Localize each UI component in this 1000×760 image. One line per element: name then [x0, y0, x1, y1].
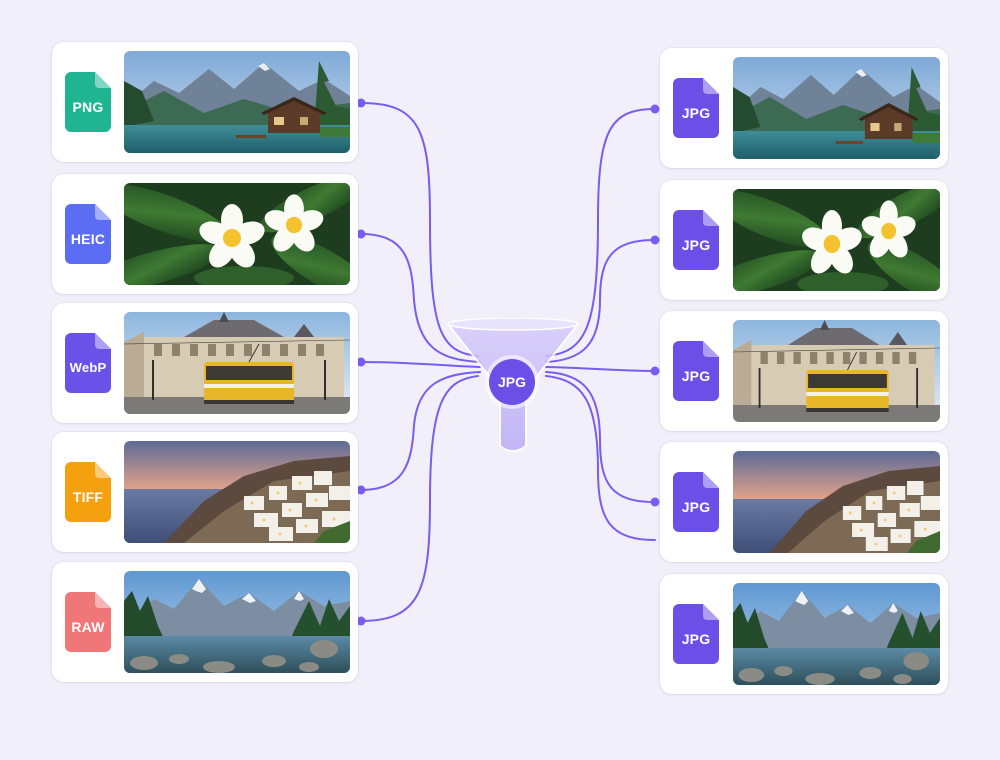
output-card-1[interactable]: JPG [660, 48, 948, 168]
output-card-2[interactable]: JPG [660, 180, 948, 300]
thumbnail-plumeria-flowers [733, 189, 940, 291]
jpg-file-icon: JPG [673, 78, 719, 138]
connector-heic [360, 233, 481, 363]
webp-file-icon: WebP [65, 333, 111, 393]
connector-png [360, 102, 479, 357]
output-card-5[interactable]: JPG [660, 574, 948, 694]
format-label: JPG [681, 105, 711, 121]
connector-tiff [360, 371, 481, 491]
format-label: WebP [69, 360, 107, 375]
connector-out-3 [545, 366, 656, 372]
format-label: JPG [681, 631, 711, 647]
format-label: PNG [72, 99, 104, 115]
connector-dot-out-2 [650, 235, 660, 245]
format-label: RAW [71, 619, 105, 635]
converter-label: JPG [489, 359, 535, 405]
png-file-icon: PNG [65, 72, 111, 132]
jpg-file-icon: JPG [673, 341, 719, 401]
connector-out-2 [545, 239, 656, 363]
thumbnail-alpine-lake [733, 583, 940, 685]
connector-raw [360, 375, 479, 622]
thumbnail-mountain-lake-cabin [733, 57, 940, 159]
input-card-webp[interactable]: WebP [52, 303, 358, 423]
connector-dot-tiff [356, 485, 366, 495]
connector-dot-png [356, 98, 366, 108]
jpg-file-icon: JPG [673, 604, 719, 664]
connector-webp [360, 361, 481, 368]
format-label: JPG [681, 237, 711, 253]
connector-dot-webp [356, 357, 366, 367]
heic-file-icon: HEIC [65, 204, 111, 264]
output-card-3[interactable]: JPG [660, 311, 948, 431]
thumbnail-mountain-lake-cabin [124, 51, 350, 153]
format-label: HEIC [70, 231, 106, 247]
output-card-4[interactable]: JPG [660, 442, 948, 562]
thumbnail-coastal-village-sunset [733, 451, 940, 553]
connector-dot-heic [356, 229, 366, 239]
format-label: JPG [681, 368, 711, 384]
connector-out-4 [545, 371, 656, 503]
input-card-raw[interactable]: RAW [52, 562, 358, 682]
connector-dot-out-1 [650, 104, 660, 114]
format-label: TIFF [72, 489, 104, 505]
jpg-file-icon: JPG [673, 472, 719, 532]
input-card-heic[interactable]: HEIC [52, 174, 358, 294]
thumbnail-coastal-village-sunset [124, 441, 350, 543]
thumbnail-alpine-lake [124, 571, 350, 673]
thumbnail-plumeria-flowers [124, 183, 350, 285]
connector-dot-raw [356, 616, 366, 626]
thumbnail-city-tram [124, 312, 350, 414]
connector-dot-out-3 [650, 366, 660, 376]
jpg-file-icon: JPG [673, 210, 719, 270]
raw-file-icon: RAW [65, 592, 111, 652]
connector-dot-out-4 [650, 497, 660, 507]
input-card-png[interactable]: PNG [52, 42, 358, 162]
input-card-tiff[interactable]: TIFF [52, 432, 358, 552]
thumbnail-city-tram [733, 320, 940, 422]
connector-out-5 [545, 375, 656, 541]
connector-out-1 [545, 108, 656, 357]
tiff-file-icon: TIFF [65, 462, 111, 522]
format-label: JPG [681, 499, 711, 515]
